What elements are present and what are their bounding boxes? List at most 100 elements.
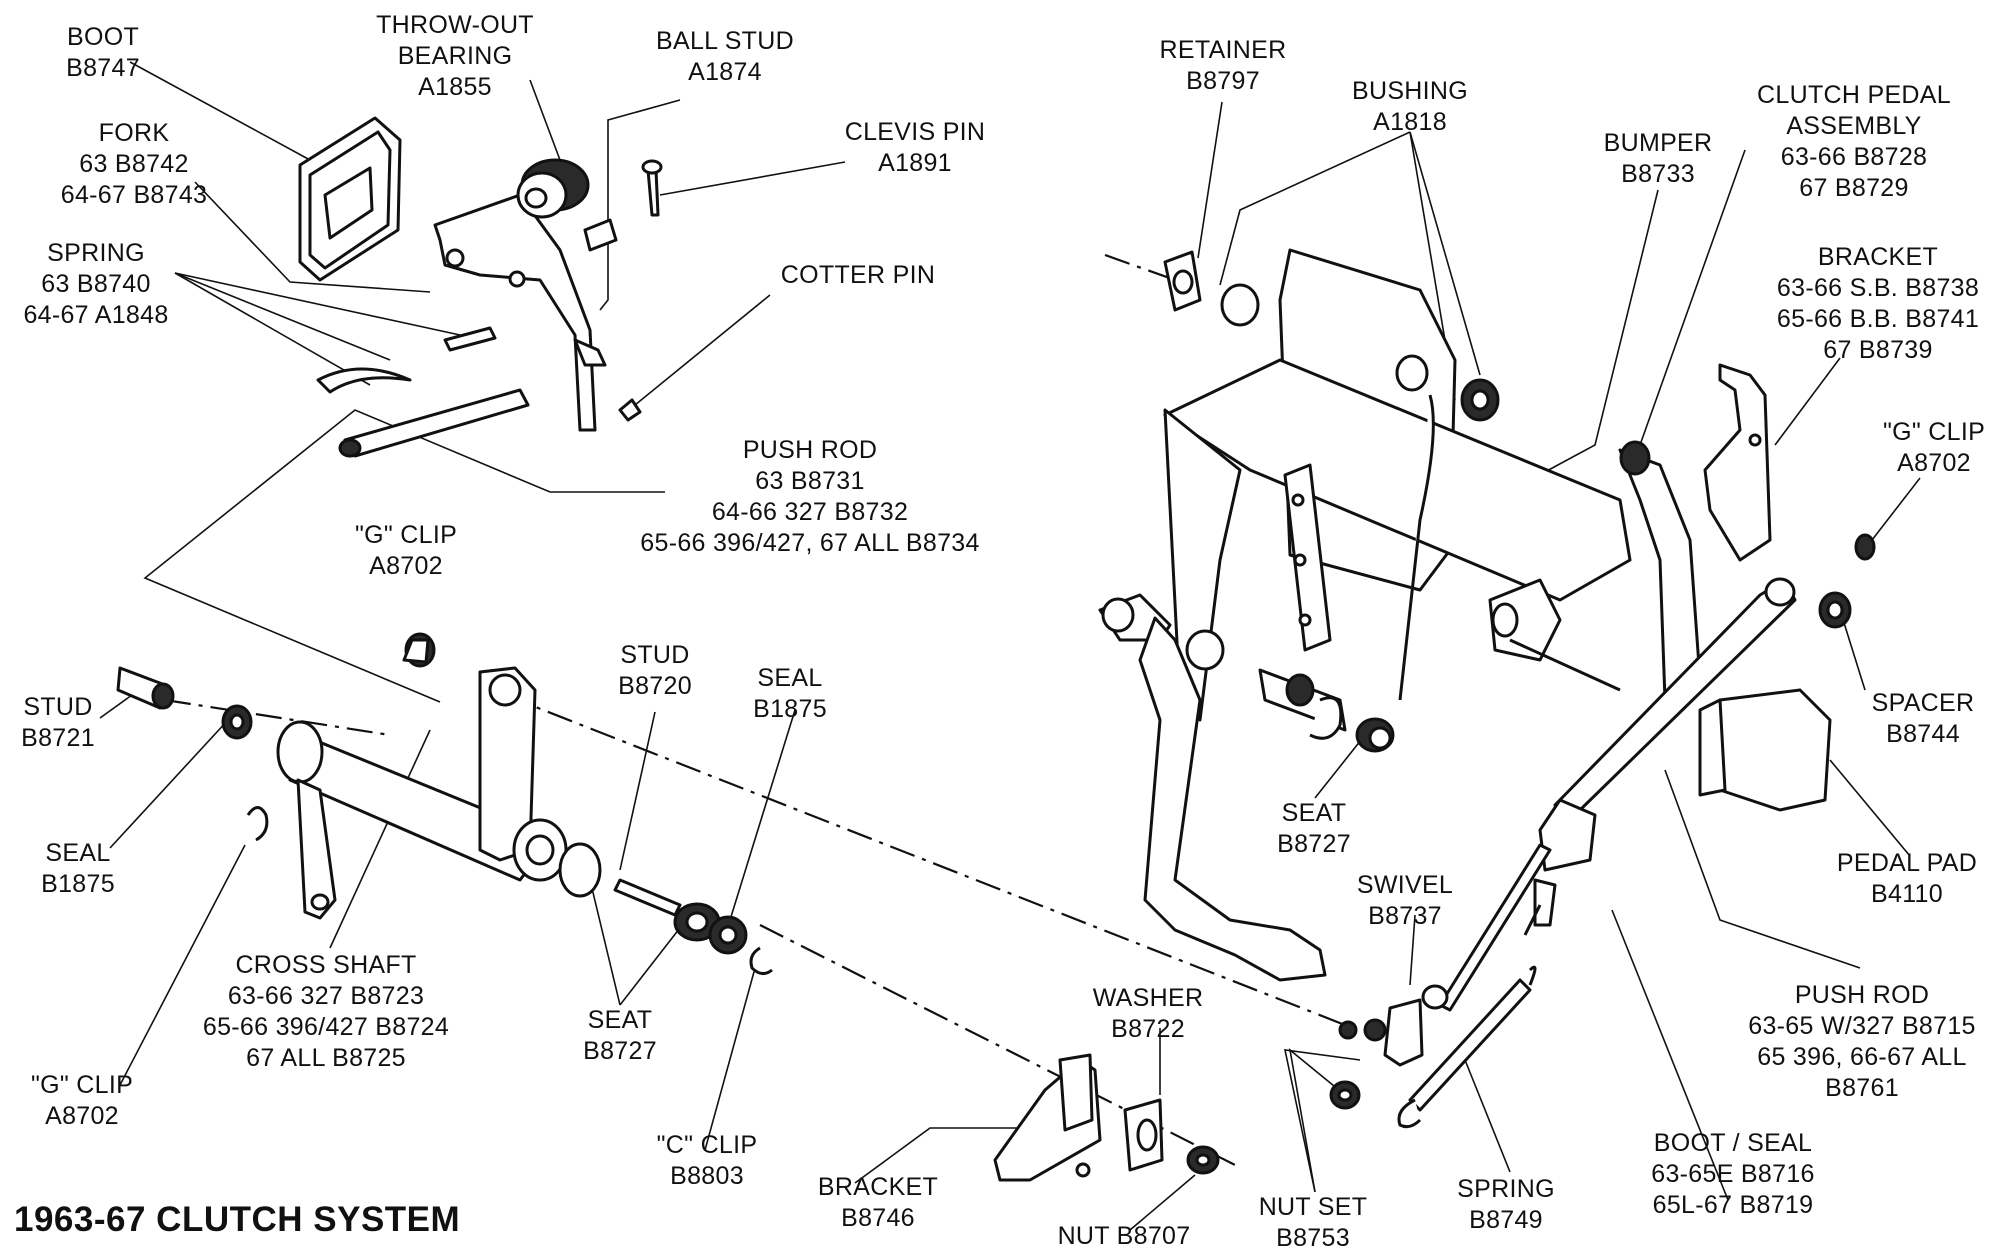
label-line: 65 396, 66-67 ALL	[1757, 1043, 1967, 1071]
label-seat-right: SEAT B8727	[1277, 798, 1351, 860]
label-swivel: SWIVEL B8737	[1357, 870, 1453, 932]
label-bracket-right: BRACKET 63-66 S.B. B8738 65-66 B.B. B8741 6…	[1777, 242, 1979, 366]
upper-left-parts	[298, 116, 663, 458]
label-line: "G" CLIP	[1882, 418, 1986, 446]
label-line: SPRING	[47, 239, 145, 267]
label-line: B1875	[753, 695, 827, 723]
label-line: B8733	[1621, 160, 1695, 188]
label-line: CLUTCH PEDAL	[1757, 81, 1951, 109]
label-line: A1891	[878, 149, 952, 177]
label-line: SEAL	[45, 839, 111, 867]
label-bracket-bottom: BRACKET B8746	[818, 1172, 938, 1234]
label-line: RETAINER	[1159, 36, 1287, 64]
label-g-clip-left: "G" CLIP A8702	[31, 1070, 133, 1132]
label-seal-mid: SEAL B1875	[753, 663, 827, 725]
diagram-title: 1963-67 CLUTCH SYSTEM	[14, 1200, 461, 1239]
label-boot-seal: BOOT / SEAL 63-65E B8716 65L-67 B8719	[1651, 1128, 1814, 1221]
label-line: BALL STUD	[656, 27, 794, 55]
label-line: 67 B8739	[1823, 336, 1933, 364]
label-line: SEAL	[757, 664, 823, 692]
label-line: B1875	[41, 870, 115, 898]
leader-lines	[99, 61, 1921, 1231]
label-line: BEARING	[397, 42, 513, 70]
label-line: COTTER PIN	[780, 261, 936, 289]
label-line: B8753	[1276, 1224, 1350, 1252]
label-line: PUSH ROD	[742, 436, 878, 464]
label-line: "G" CLIP	[354, 521, 458, 549]
pedal-assembly	[1098, 248, 1876, 1129]
label-line: 63 B8742	[79, 150, 189, 178]
label-line: SWIVEL	[1356, 871, 1454, 899]
label-line: 63-65 W/327 B8715	[1748, 1012, 1976, 1040]
label-line: BUSHING	[1351, 77, 1469, 105]
label-line: CROSS SHAFT	[235, 951, 417, 979]
label-line: 65-66 396/427 B8724	[202, 1013, 450, 1041]
label-line: B8749	[1469, 1206, 1543, 1234]
label-spring-bottom: SPRING B8749	[1457, 1174, 1555, 1236]
label-line: B8761	[1825, 1074, 1899, 1102]
label-line: BRACKET	[1817, 243, 1939, 271]
label-bushing: BUSHING A1818	[1352, 76, 1468, 138]
label-line: A1818	[1373, 108, 1447, 136]
label-line: SEAT	[1281, 799, 1347, 827]
label-line: B8746	[841, 1204, 915, 1232]
label-line: 63-66 327 B8723	[227, 982, 425, 1010]
label-spring-top: SPRING 63 B8740 64-67 A1848	[23, 238, 168, 331]
label-cotter-pin: COTTER PIN	[781, 260, 935, 291]
label-line: BRACKET	[817, 1173, 939, 1201]
label-line: 63 B8740	[41, 270, 151, 298]
label-line: 64-66 327 B8732	[711, 498, 909, 526]
label-line: NUT SET	[1258, 1193, 1368, 1221]
label-line: A1874	[688, 58, 762, 86]
label-line: B8747	[66, 54, 140, 82]
label-line: SEAT	[587, 1006, 653, 1034]
label-push-rod-top: PUSH ROD 63 B8731 64-66 327 B8732 65-66 396…	[640, 435, 979, 559]
label-seal-left: SEAL B1875	[41, 838, 115, 900]
label-line: BOOT / SEAL	[1653, 1129, 1813, 1157]
label-line: B8744	[1886, 720, 1960, 748]
label-line: 67 ALL B8725	[246, 1044, 406, 1072]
label-line: 64-67 B8743	[60, 181, 208, 209]
label-c-clip: "C" CLIP B8803	[657, 1130, 758, 1192]
label-line: FORK	[98, 119, 170, 147]
label-line: BOOT	[66, 23, 140, 51]
label-line: B8803	[670, 1162, 744, 1190]
label-line: B8727	[1277, 830, 1351, 858]
label-line: SPRING	[1457, 1175, 1555, 1203]
label-line: 65L-67 B8719	[1652, 1191, 1814, 1219]
label-line: B8722	[1111, 1015, 1185, 1043]
label-boot: BOOT B8747	[66, 22, 140, 84]
label-fork: FORK 63 B8742 64-67 B8743	[61, 118, 207, 211]
label-push-rod-right: PUSH ROD 63-65 W/327 B8715 65 396, 66-67 A…	[1748, 980, 1975, 1104]
label-line: 63-66 S.B. B8738	[1776, 274, 1980, 302]
label-line: 63 B8731	[755, 467, 865, 495]
label-line: 64-67 A1848	[23, 301, 169, 329]
label-line: "G" CLIP	[30, 1071, 134, 1099]
label-line: SPACER	[1871, 689, 1975, 717]
label-spacer: SPACER B8744	[1872, 688, 1975, 750]
label-line: B8720	[618, 672, 692, 700]
label-line: PUSH ROD	[1794, 981, 1930, 1009]
label-line: B8737	[1368, 902, 1442, 930]
label-line: A8702	[45, 1102, 119, 1130]
label-nut-set: NUT SET B8753	[1259, 1192, 1368, 1254]
label-line: PEDAL PAD	[1836, 849, 1978, 877]
bottom-bracket	[993, 1053, 1220, 1182]
label-line: A1855	[418, 73, 492, 101]
label-line: STUD	[23, 693, 93, 721]
label-line: 63-65E B8716	[1651, 1160, 1815, 1188]
label-line: 65-66 396/427, 67 ALL B8734	[640, 529, 980, 557]
label-line: "C" CLIP	[656, 1131, 758, 1159]
label-line: 65-66 B.B. B8741	[1776, 305, 1980, 333]
